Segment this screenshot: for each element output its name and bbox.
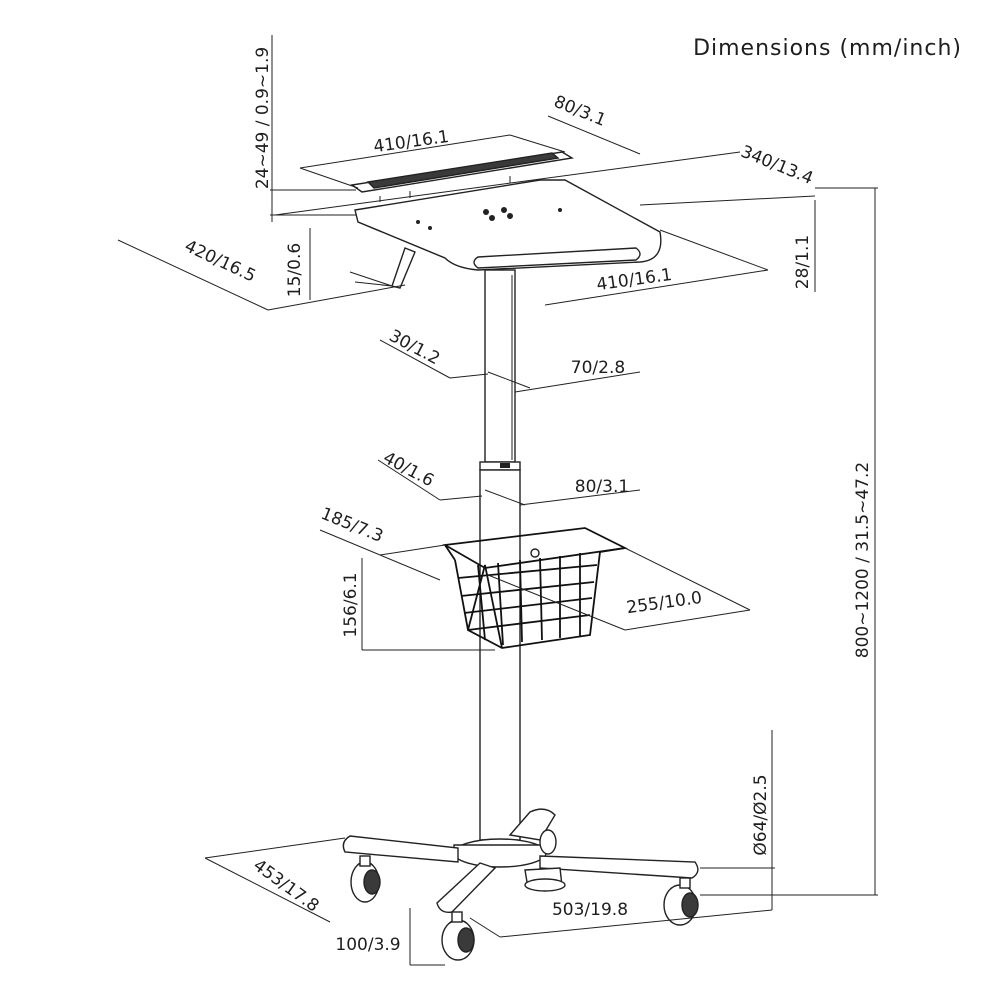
base-height-label: 100/3.9: [335, 935, 400, 955]
base-leg-front: [436, 862, 497, 913]
dimension-lines: [117, 35, 878, 966]
upper-column-width-label: 70/2.8: [571, 358, 625, 378]
rail-width-label: 410/16.1: [372, 127, 450, 157]
tray-screw-hole: [428, 226, 432, 230]
column: [479, 269, 521, 841]
diagram-title: Dimensions (mm/inch): [693, 36, 962, 61]
tray-depth-label: 340/13.4: [738, 142, 816, 189]
tray-screw-hole: [507, 213, 513, 219]
base-leg-left: [342, 835, 459, 863]
tray-screw-hole: [483, 209, 489, 215]
star-base: [342, 808, 699, 913]
tray-thickness-label: 28/1.1: [793, 235, 813, 289]
wire-basket: [442, 527, 628, 649]
tray-lip-label: 15/0.6: [285, 243, 305, 297]
tray-screw-hole: [416, 220, 420, 224]
caster-left: [350, 855, 381, 903]
caster-back: [539, 829, 557, 855]
tilt-bracket: [349, 247, 416, 289]
caster-front: [441, 911, 475, 961]
clamp-rail: [350, 151, 575, 202]
total-height-label: 800~1200 / 31.5~47.2: [853, 462, 873, 658]
upper-column-depth-label: 30/1.2: [386, 326, 443, 369]
lower-column-depth-label: 40/1.6: [380, 448, 437, 491]
basket-depth-label: 185/7.3: [318, 504, 386, 547]
tray-screw-hole: [501, 207, 507, 213]
basket-mount-knob: [530, 548, 540, 558]
basket-height-label: 156/6.1: [341, 572, 361, 637]
tray-screw-hole: [489, 215, 495, 221]
basket-width-label: 255/10.0: [625, 588, 703, 618]
base-leg-right: [539, 855, 699, 879]
tray-side-width-label: 420/16.5: [181, 236, 258, 286]
caster-right: [663, 877, 699, 926]
caster-rear: [524, 878, 566, 892]
base-width-label: 503/19.8: [552, 900, 628, 920]
laptop-tray: [354, 179, 662, 271]
caster-diameter-label: Ø64/Ø2.5: [751, 774, 771, 855]
clamp-height-label: 24~49 / 0.9~1.9: [253, 47, 273, 189]
lower-column-width-label: 80/3.1: [575, 477, 629, 497]
upper-column: [484, 269, 516, 463]
tray-handle-slot: [473, 247, 641, 269]
rail-depth-label: 80/3.1: [551, 92, 609, 131]
tray-screw-hole: [558, 208, 562, 212]
lower-column: [479, 469, 521, 841]
